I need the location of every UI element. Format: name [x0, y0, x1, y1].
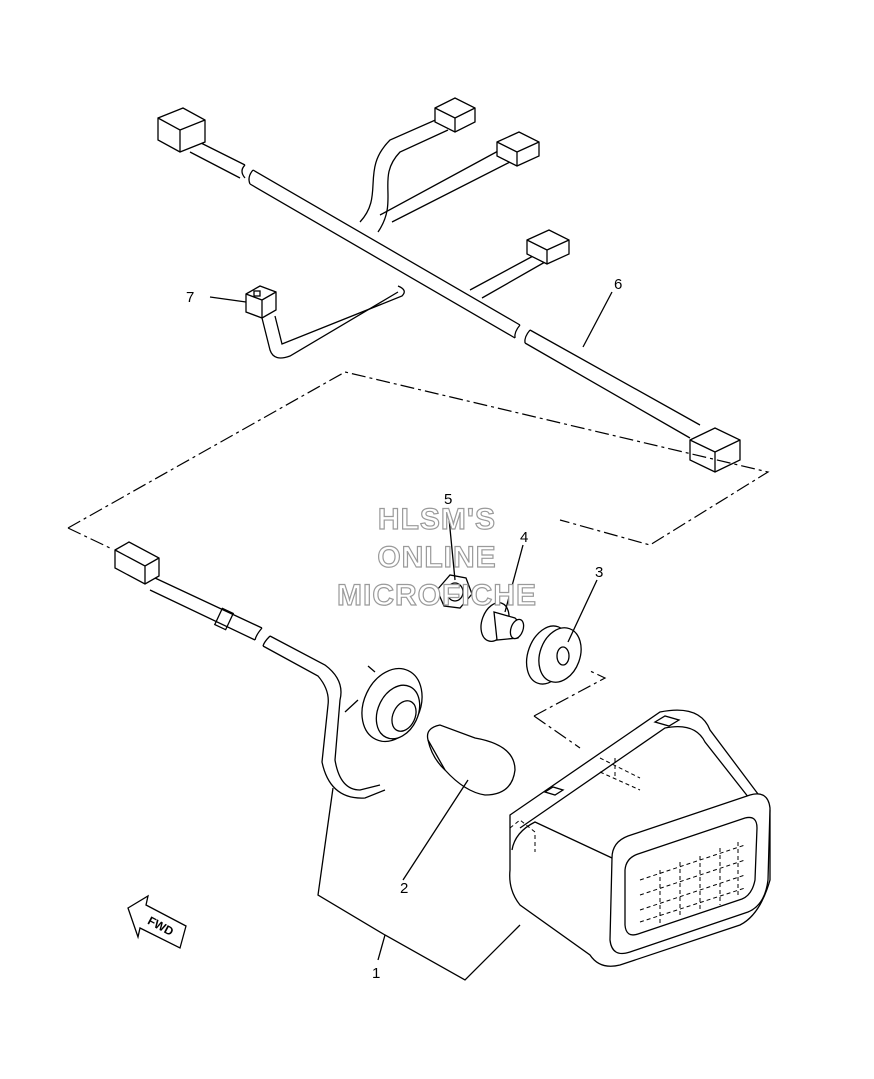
callouts: 1 2 3 4 5 6 7: [186, 276, 622, 982]
collar: [480, 602, 525, 642]
watermark-line1: HLSM'S: [378, 503, 496, 536]
fwd-arrow-icon: FWD: [127, 894, 187, 949]
bulb: [426, 724, 516, 796]
callout-4: 4: [520, 529, 528, 546]
tail-light-assembly: [509, 709, 771, 967]
callout-1: 1: [372, 965, 380, 982]
callout-2: 2: [400, 880, 408, 897]
socket-cord: [114, 541, 423, 799]
routing-line: [67, 371, 770, 546]
leader-lines: [209, 291, 613, 981]
callout-6: 6: [614, 276, 622, 293]
watermark-line3: MICROFICHE: [337, 579, 537, 612]
nut: [436, 574, 473, 609]
grommet: [525, 625, 582, 685]
lead-wire: [245, 285, 405, 359]
callout-3: 3: [595, 564, 603, 581]
watermark: HLSM'S ONLINE MICROFICHE: [336, 502, 537, 612]
wire-harness: [157, 97, 741, 473]
callout-5: 5: [444, 491, 452, 508]
watermark-line2: ONLINE: [377, 541, 496, 574]
callout-7: 7: [186, 289, 194, 306]
